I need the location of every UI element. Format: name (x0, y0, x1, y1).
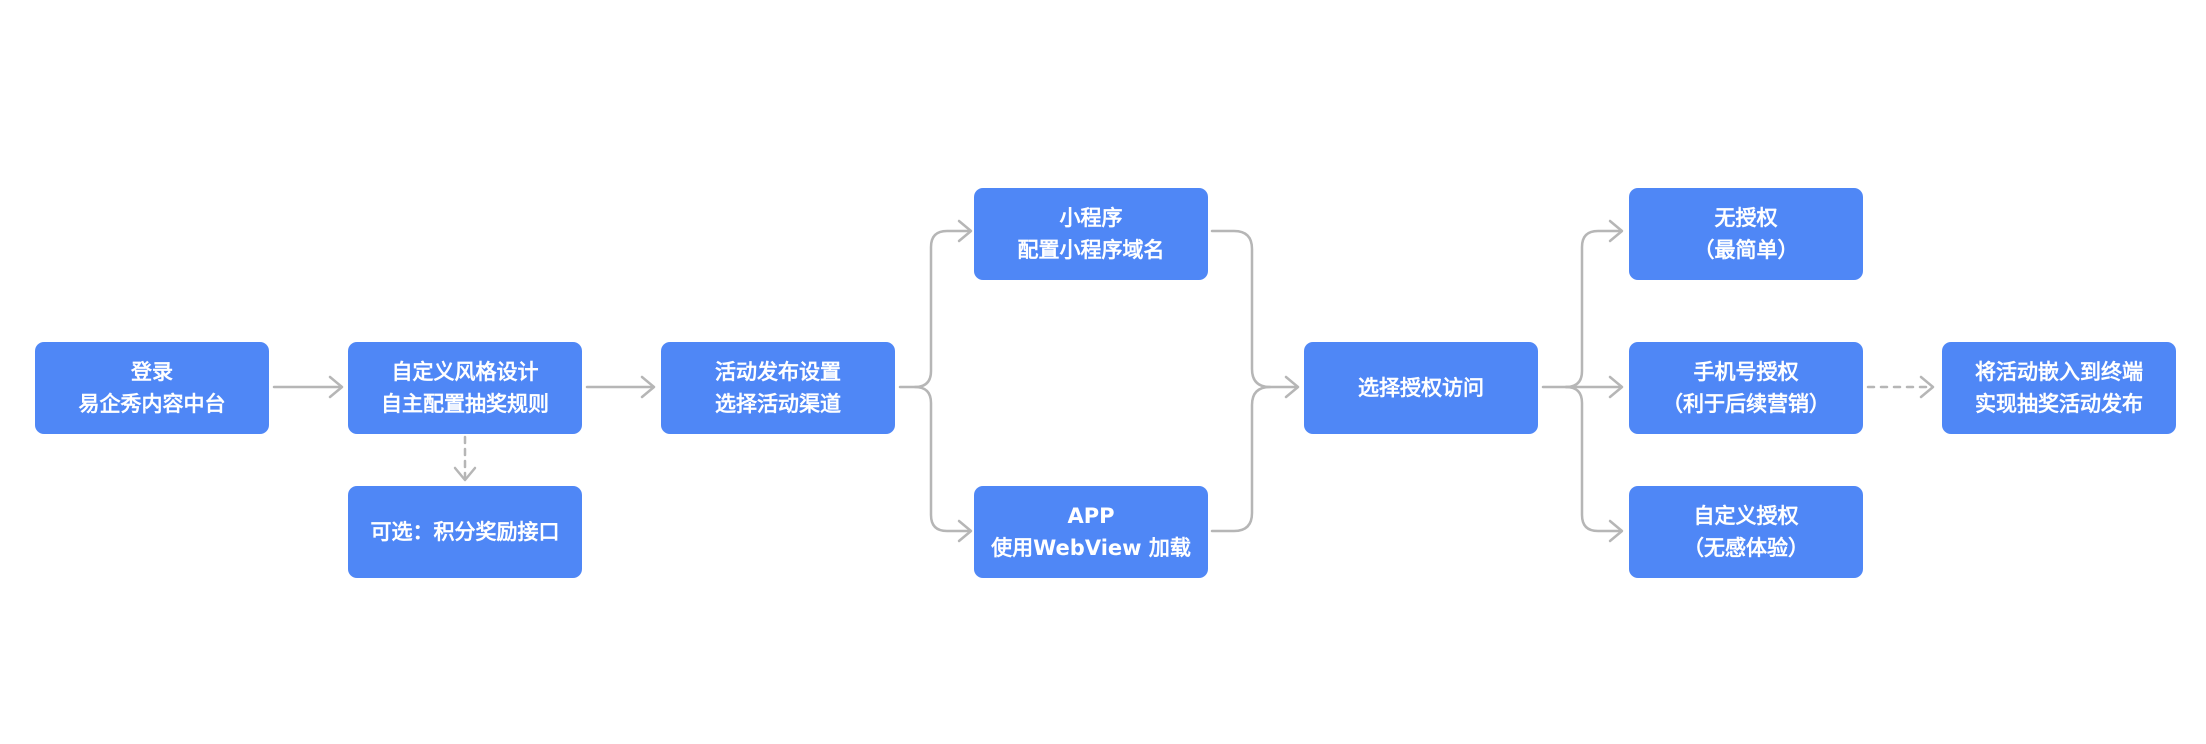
arrowhead-phone-auth (1608, 375, 1624, 399)
node-publish-settings-line2: 选择活动渠道 (715, 392, 841, 416)
node-miniprogram: 小程序 配置小程序域名 (974, 188, 1208, 280)
node-login-line1: 登录 (131, 360, 173, 384)
node-phone-auth: 手机号授权 （利于后续营销） (1629, 342, 1863, 434)
node-publish-settings: 活动发布设置 选择活动渠道 (661, 342, 895, 434)
arrowhead-custom-auth (1608, 519, 1624, 543)
connector-auth-fork-top (1541, 229, 1622, 389)
arrowhead-publish (640, 375, 656, 399)
arrowhead-embed (1919, 375, 1935, 399)
connector-publish-fork-app (913, 385, 971, 533)
connector-app-to-auth (1210, 385, 1272, 533)
connector-publish-fork (898, 229, 971, 389)
connector-auth-fork-bottom (1564, 385, 1622, 533)
node-optional-points: 可选：积分奖励接口 (348, 486, 582, 578)
arrowhead-miniprogram (957, 219, 973, 243)
node-auth-select-line1: 选择授权访问 (1358, 376, 1484, 400)
node-auth-select: 选择授权访问 (1304, 342, 1538, 434)
node-custom-style-line2: 自主配置抽奖规则 (381, 392, 549, 416)
arrowhead-style (328, 375, 344, 399)
connector-miniprogram-to-auth (1210, 229, 1298, 389)
node-app: APP 使用WebView 加载 (974, 486, 1208, 578)
node-custom-auth-line2: （无感体验） (1683, 536, 1809, 560)
arrowhead-no-auth (1608, 219, 1624, 243)
node-miniprogram-line2: 配置小程序域名 (1017, 238, 1165, 262)
node-custom-auth-line1: 自定义授权 (1693, 504, 1799, 528)
node-custom-auth: 自定义授权 （无感体验） (1629, 486, 1863, 578)
node-no-auth: 无授权 （最简单） (1629, 188, 1863, 280)
node-custom-style-line1: 自定义风格设计 (391, 360, 539, 384)
node-no-auth-line1: 无授权 (1714, 206, 1778, 230)
arrowhead-app (957, 519, 973, 543)
node-miniprogram-line1: 小程序 (1059, 206, 1123, 230)
node-publish-settings-line1: 活动发布设置 (715, 360, 841, 384)
arrowhead-optional (453, 466, 477, 482)
node-phone-auth-line1: 手机号授权 (1693, 360, 1799, 384)
node-embed-terminal-line1: 将活动嵌入到终端 (1975, 360, 2143, 384)
node-embed-terminal-line2: 实现抽奖活动发布 (1975, 392, 2143, 416)
node-optional-points-line1: 可选：积分奖励接口 (370, 520, 560, 544)
node-app-line1: APP (1067, 504, 1115, 528)
node-custom-style: 自定义风格设计 自主配置抽奖规则 (348, 342, 582, 434)
node-login: 登录 易企秀内容中台 (35, 342, 269, 434)
node-login-line2: 易企秀内容中台 (78, 392, 226, 416)
node-embed-terminal: 将活动嵌入到终端 实现抽奖活动发布 (1942, 342, 2176, 434)
node-app-line2: 使用WebView 加载 (991, 536, 1191, 560)
node-phone-auth-line2: （利于后续营销） (1662, 392, 1830, 416)
arrowhead-auth (1284, 375, 1300, 399)
node-no-auth-line2: （最简单） (1693, 238, 1799, 262)
